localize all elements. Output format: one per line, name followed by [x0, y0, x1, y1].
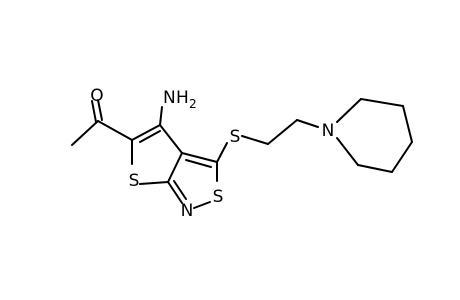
- atom-amine-n: N: [163, 88, 176, 108]
- bond-c6a-nitrogen-double: [173, 180, 187, 200]
- atom-thioether-s: S: [230, 127, 241, 147]
- bond-ch2-ch2: [267, 119, 298, 145]
- atom-piperidine-n: N: [322, 121, 335, 141]
- atom-thiophene-s: S: [129, 171, 140, 191]
- bond-nitrogen-sulfur: [193, 201, 211, 209]
- bond-c3-c3a-double: [185, 159, 212, 168]
- atom-amine-h-count: 2: [189, 97, 197, 111]
- bond-c4-c3a: [159, 124, 183, 154]
- bond-pip-c6-n: [336, 137, 359, 166]
- bond-thioether-ch2: [241, 135, 269, 145]
- bond-carbonyl-oxygen: [91, 100, 97, 123]
- bond-carbonyl-ring: [97, 120, 133, 141]
- bond-c4-amine: [159, 106, 163, 126]
- bond-c6a-c3a: [167, 152, 183, 183]
- bond-carbonyl-oxygen-double: [97, 99, 103, 121]
- bond-ring-c5-c4: [131, 124, 161, 141]
- bond-c3-thioether: [216, 142, 228, 163]
- atom-isothiazole-s: S: [213, 187, 224, 207]
- atom-label-layer: O N H 2 S N S S N: [90, 86, 334, 221]
- bond-sulfur-c6a: [139, 181, 169, 185]
- bond-pip-c3-c4: [402, 105, 413, 143]
- bond-ch2-piperidine: [296, 119, 319, 128]
- bond-layer: [71, 98, 413, 209]
- atom-oxygen: O: [90, 86, 103, 106]
- bond-pip-c2-c3: [360, 98, 404, 107]
- bond-ring-c5-c4-double: [139, 130, 161, 143]
- bond-pip-c5-c6: [357, 164, 393, 173]
- bond-pip-c4-c5: [391, 141, 413, 173]
- bond-c3-c3a: [181, 152, 218, 163]
- bond-methyl-carbonyl: [71, 120, 99, 146]
- atom-amine-h: H: [176, 88, 189, 108]
- bond-c6a-nitrogen: [167, 181, 183, 204]
- bond-pip-n-c2: [336, 98, 362, 123]
- atom-isothiazole-n: N: [181, 201, 194, 221]
